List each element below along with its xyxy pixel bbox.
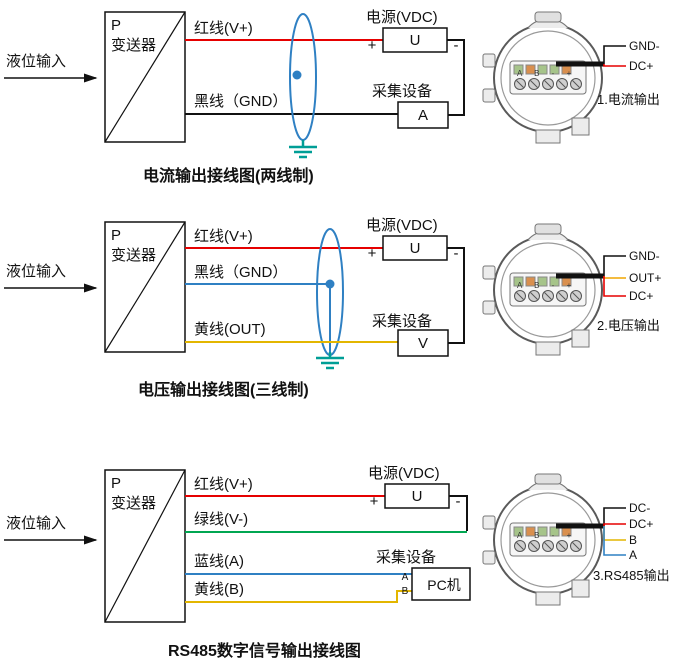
device-caption: 3.RS485输出 bbox=[593, 568, 670, 583]
device-caption: 2.电压输出 bbox=[597, 318, 660, 333]
section-voltage-output: 液位输入 P 变送器 红线(V+) 黑线（GND） 黄线(OUT) 电源(VDC… bbox=[4, 217, 661, 399]
ammeter-symbol: A bbox=[418, 107, 428, 124]
pin-label-dcplus: DC+ bbox=[629, 517, 653, 531]
pc-terminal-b: B bbox=[402, 586, 409, 597]
pc-box bbox=[411, 567, 471, 601]
blue-wire-label: 蓝线(A) bbox=[194, 553, 244, 570]
pin-label-dcplus: DC+ bbox=[629, 59, 653, 73]
transmitter-p-label: P bbox=[111, 475, 121, 492]
red-wire-label: 红线(V+) bbox=[194, 20, 253, 37]
pin-wire-gnd bbox=[603, 255, 626, 276]
pin-wire-dcminus bbox=[603, 507, 626, 526]
ammeter-box bbox=[397, 101, 449, 129]
section-caption: 电流输出接线图(两线制) bbox=[143, 166, 314, 185]
green-wire-label: 绿线(V-) bbox=[194, 511, 248, 528]
transmitter-name-label: 变送器 bbox=[111, 37, 156, 54]
gnd-wire-label: 黑线（GND） bbox=[194, 264, 287, 281]
transmitter-p-label: P bbox=[111, 17, 121, 34]
transmitter-name-label: 变送器 bbox=[111, 247, 156, 264]
pin-wire-a bbox=[603, 526, 626, 556]
plus-sign: + bbox=[368, 37, 377, 54]
section-current-output: 液位输入 P 变送器 红线(V+) 黑线（GND） 电源(VDC) U + - … bbox=[4, 9, 660, 185]
red-wire-label: 红线(V+) bbox=[194, 228, 253, 245]
power-supply-box bbox=[382, 27, 448, 53]
voltmeter-box bbox=[397, 329, 449, 357]
pin-wire-dcplus bbox=[603, 523, 626, 526]
out-wire-label: 黄线(OUT) bbox=[194, 321, 266, 338]
transmitter-diagonal bbox=[104, 11, 186, 143]
input-label: 液位输入 bbox=[6, 515, 66, 532]
return-wire-line bbox=[447, 247, 465, 344]
terminal-letters: A B - + bbox=[517, 69, 576, 78]
return-wire-line bbox=[447, 39, 465, 116]
power-symbol: U bbox=[410, 240, 421, 257]
input-label: 液位输入 bbox=[6, 53, 66, 70]
ground-symbol bbox=[289, 140, 317, 159]
minus-sign: - bbox=[454, 245, 459, 262]
input-label: 液位输入 bbox=[6, 263, 66, 280]
pin-label-b: B bbox=[629, 533, 637, 547]
transmitter-diagonal bbox=[104, 469, 186, 623]
voltmeter-symbol: V bbox=[418, 335, 428, 352]
transmitter-diagonal bbox=[104, 221, 186, 353]
minus-sign: - bbox=[456, 493, 461, 510]
collector-title: 采集设备 bbox=[376, 549, 436, 566]
minus-sign: - bbox=[454, 37, 459, 54]
pin-label-dcplus: DC+ bbox=[629, 289, 653, 303]
pin-wire-b bbox=[603, 526, 626, 541]
plus-sign: + bbox=[368, 245, 377, 262]
pc-label: PC机 bbox=[427, 577, 460, 593]
yellow-wire-label: 黄线(B) bbox=[194, 581, 244, 598]
pin-wire-dcplus bbox=[603, 276, 626, 297]
plus-sign: + bbox=[370, 493, 379, 510]
power-title: 电源(VDC) bbox=[368, 465, 440, 482]
collector-title: 采集设备 bbox=[372, 313, 432, 330]
power-title: 电源(VDC) bbox=[366, 217, 438, 234]
pin-wire-out bbox=[603, 276, 626, 279]
pin-wire-dcplus bbox=[603, 64, 626, 67]
power-symbol: U bbox=[410, 32, 421, 49]
power-title: 电源(VDC) bbox=[366, 9, 438, 26]
pin-label-dcminus: DC- bbox=[629, 501, 650, 515]
red-wire-label: 红线(V+) bbox=[194, 476, 253, 493]
transmitter-name-label: 变送器 bbox=[111, 495, 156, 512]
power-symbol: U bbox=[412, 488, 423, 505]
pin-label-out: OUT+ bbox=[629, 271, 661, 285]
transmitter-p-label: P bbox=[111, 227, 121, 244]
pin-wire-gnd bbox=[603, 45, 626, 64]
yellow-wire-line bbox=[185, 590, 412, 603]
terminal-letters: A B - + bbox=[517, 531, 576, 540]
shield-junction-dot bbox=[292, 70, 302, 80]
collector-title: 采集设备 bbox=[372, 83, 432, 100]
section-caption: 电压输出接线图(三线制) bbox=[138, 380, 309, 399]
section-caption: RS485数字信号输出接线图 bbox=[168, 641, 361, 660]
shield-junction-dot bbox=[325, 279, 335, 289]
minus-return-line bbox=[449, 495, 468, 531]
ground-symbol bbox=[316, 352, 344, 370]
section-rs485-output: 液位输入 P 变送器 红线(V+) 电源(VDC) U + - 绿线(V-) 蓝… bbox=[4, 465, 670, 660]
pc-terminal-a: A bbox=[402, 572, 409, 583]
pin-label-a: A bbox=[629, 548, 637, 562]
device-caption: 1.电流输出 bbox=[597, 92, 660, 107]
pin-label-gnd: GND- bbox=[629, 39, 660, 53]
black-wire-label: 黑线（GND） bbox=[194, 93, 287, 110]
pin-label-gnd: GND- bbox=[629, 249, 660, 263]
terminal-letters: A B - + bbox=[517, 281, 576, 290]
